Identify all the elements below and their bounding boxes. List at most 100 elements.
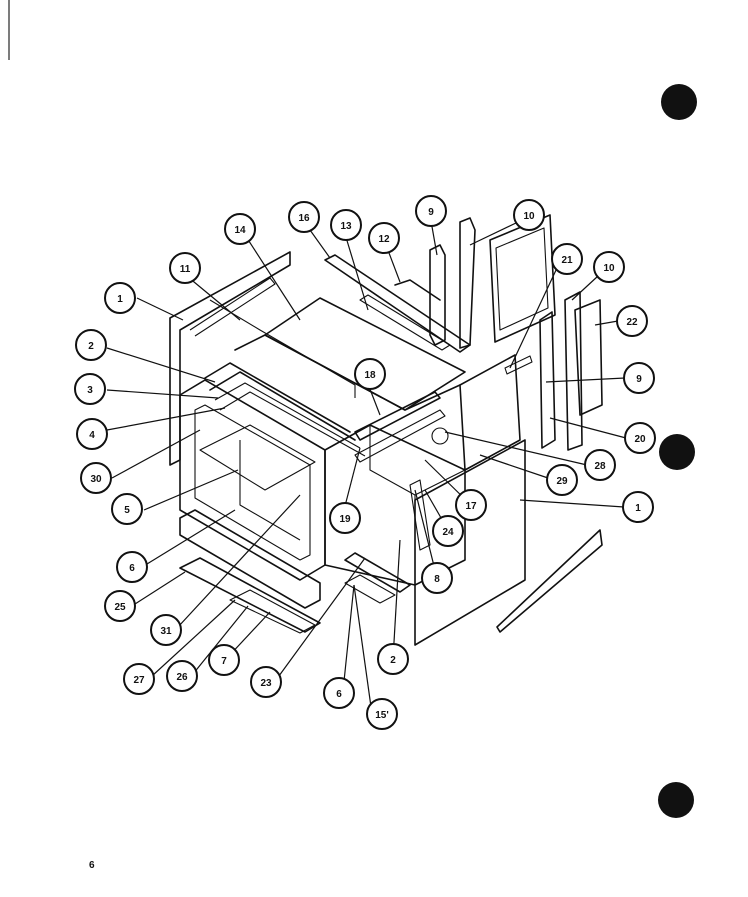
leader-lines <box>106 220 627 715</box>
callout-12: 12 <box>368 222 400 254</box>
side-panel-left <box>169 251 291 466</box>
ignition-knob <box>431 427 449 445</box>
base-rail-25 <box>179 557 321 633</box>
side-panel-left-brace <box>189 277 276 337</box>
callout-label: 7 <box>221 656 227 667</box>
callout-6b: 6 <box>323 677 355 709</box>
oven-opening <box>194 404 311 561</box>
binder-hole-bottom <box>658 782 694 818</box>
inner-left-wall <box>239 440 301 541</box>
callout-label: 9 <box>636 374 642 385</box>
callout-label: 1 <box>635 503 641 514</box>
callout-label: 10 <box>603 263 615 274</box>
callout-10a: 10 <box>513 199 545 231</box>
callout-label: 2 <box>88 341 94 352</box>
callout-21: 21 <box>551 243 583 275</box>
callout-20: 20 <box>624 422 656 454</box>
callout-25: 25 <box>104 590 136 622</box>
callout-label: 21 <box>561 255 573 266</box>
callout-label: 22 <box>626 317 638 328</box>
bracket-8 <box>409 479 431 551</box>
callout-label: 16 <box>298 213 310 224</box>
callout-5: 5 <box>111 493 143 525</box>
left-side-panel <box>169 251 291 466</box>
callout-10b: 10 <box>593 251 625 283</box>
callout-label: 28 <box>594 461 606 472</box>
callout-label: 14 <box>234 225 246 236</box>
callout-14: 14 <box>224 213 256 245</box>
callout-17: 17 <box>455 489 487 521</box>
rail-13 <box>359 294 451 351</box>
callout-30: 30 <box>80 462 112 494</box>
rail-18 <box>354 391 441 441</box>
callout-label: 6 <box>129 563 135 574</box>
callout-28: 28 <box>584 449 616 481</box>
callout-18: 18 <box>354 358 386 390</box>
callout-label: 27 <box>133 675 145 686</box>
callout-label: 15' <box>375 710 389 721</box>
callout-label: 18 <box>364 370 376 381</box>
back-panel-lower <box>464 439 521 471</box>
upper-rail-4 <box>219 391 366 457</box>
lower-parts <box>179 427 603 634</box>
rail-11 <box>209 299 356 398</box>
callout-13: 13 <box>330 209 362 241</box>
callout-1a: 1 <box>104 282 136 314</box>
bracket-9-upper <box>429 244 446 346</box>
callout-26: 26 <box>166 660 198 692</box>
callout-2b: 2 <box>377 643 409 675</box>
callout-label: 20 <box>634 434 646 445</box>
callout-label: 19 <box>339 514 351 525</box>
callout-label: 8 <box>434 574 440 585</box>
callout-19: 19 <box>329 502 361 534</box>
callout-label: 25 <box>114 602 126 613</box>
callout-27: 27 <box>123 663 155 695</box>
callout-2a: 2 <box>75 329 107 361</box>
inner-cavity <box>199 424 316 491</box>
callout-label: 4 <box>89 430 95 441</box>
callout-label: 2 <box>390 655 396 666</box>
callout-3: 3 <box>74 373 106 405</box>
callout-label: 11 <box>180 264 191 275</box>
callout-label: 13 <box>340 221 352 232</box>
callout-label: 24 <box>442 527 454 538</box>
callout-15: 15' <box>366 698 398 730</box>
body-top-edge <box>234 334 461 411</box>
strip-10-upper <box>459 217 476 349</box>
oven-body <box>179 297 526 646</box>
callout-label: 30 <box>90 474 102 485</box>
callout-label: 6 <box>336 689 342 700</box>
bracket-9-lower <box>539 311 556 449</box>
callout-label: 26 <box>176 672 188 683</box>
back-panel-inner <box>495 227 549 331</box>
binder-hole-middle <box>659 434 695 470</box>
panel-22 <box>574 299 603 416</box>
callout-label: 12 <box>378 234 390 245</box>
callout-9a: 9 <box>415 195 447 227</box>
base-front <box>179 509 321 609</box>
callout-31: 31 <box>150 614 182 646</box>
callout-8: 8 <box>421 562 453 594</box>
callouts: 1 2 3 4 30 5 6 25 31 27 26 7 23 6 15' 2 … <box>74 195 656 730</box>
callout-label: 31 <box>160 626 172 637</box>
callout-9b: 9 <box>623 362 655 394</box>
upper-rail-2 <box>209 371 356 441</box>
callout-6a: 6 <box>116 551 148 583</box>
callout-label: 5 <box>124 505 130 516</box>
callout-23: 23 <box>250 666 282 698</box>
loose-strip <box>496 529 603 633</box>
side-panel-right <box>414 439 526 646</box>
page-number: 6 <box>89 860 95 871</box>
callout-label: 17 <box>465 501 477 512</box>
callout-label: 10 <box>523 211 535 222</box>
callout-label: 9 <box>428 207 434 218</box>
callout-label: 23 <box>260 678 272 689</box>
callout-label: 1 <box>117 294 123 305</box>
callout-29: 29 <box>546 464 578 496</box>
part-21 <box>504 355 533 375</box>
callout-4: 4 <box>76 418 108 450</box>
callout-1b: 1 <box>622 491 654 523</box>
rail-19 <box>354 409 446 463</box>
upper-rail-1 <box>204 362 351 433</box>
